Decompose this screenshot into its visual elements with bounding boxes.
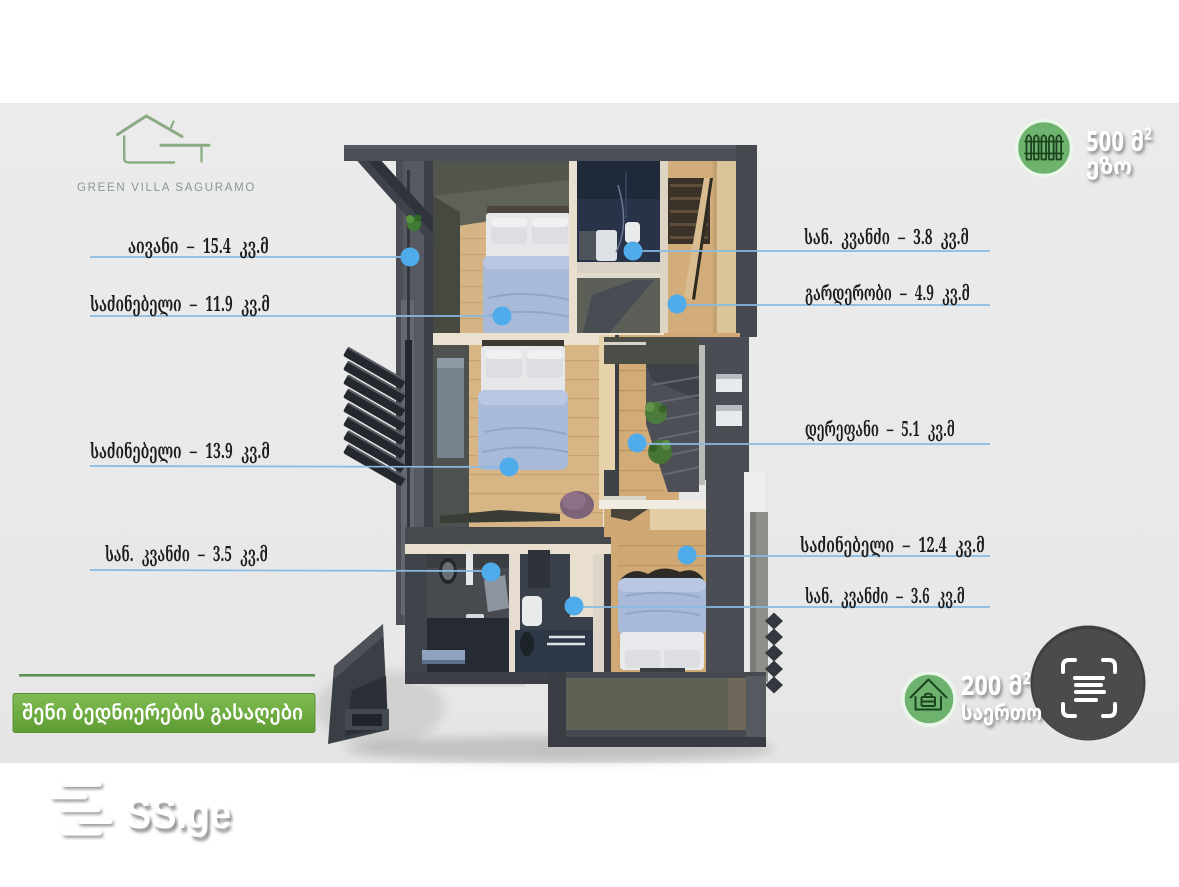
- svg-text:GREEN VILLA SAGURAMO: GREEN VILLA SAGURAMO: [77, 182, 256, 194]
- svg-text:SS.ge: SS.ge: [129, 793, 234, 842]
- svg-text:SS.ge: SS.ge: [126, 789, 231, 838]
